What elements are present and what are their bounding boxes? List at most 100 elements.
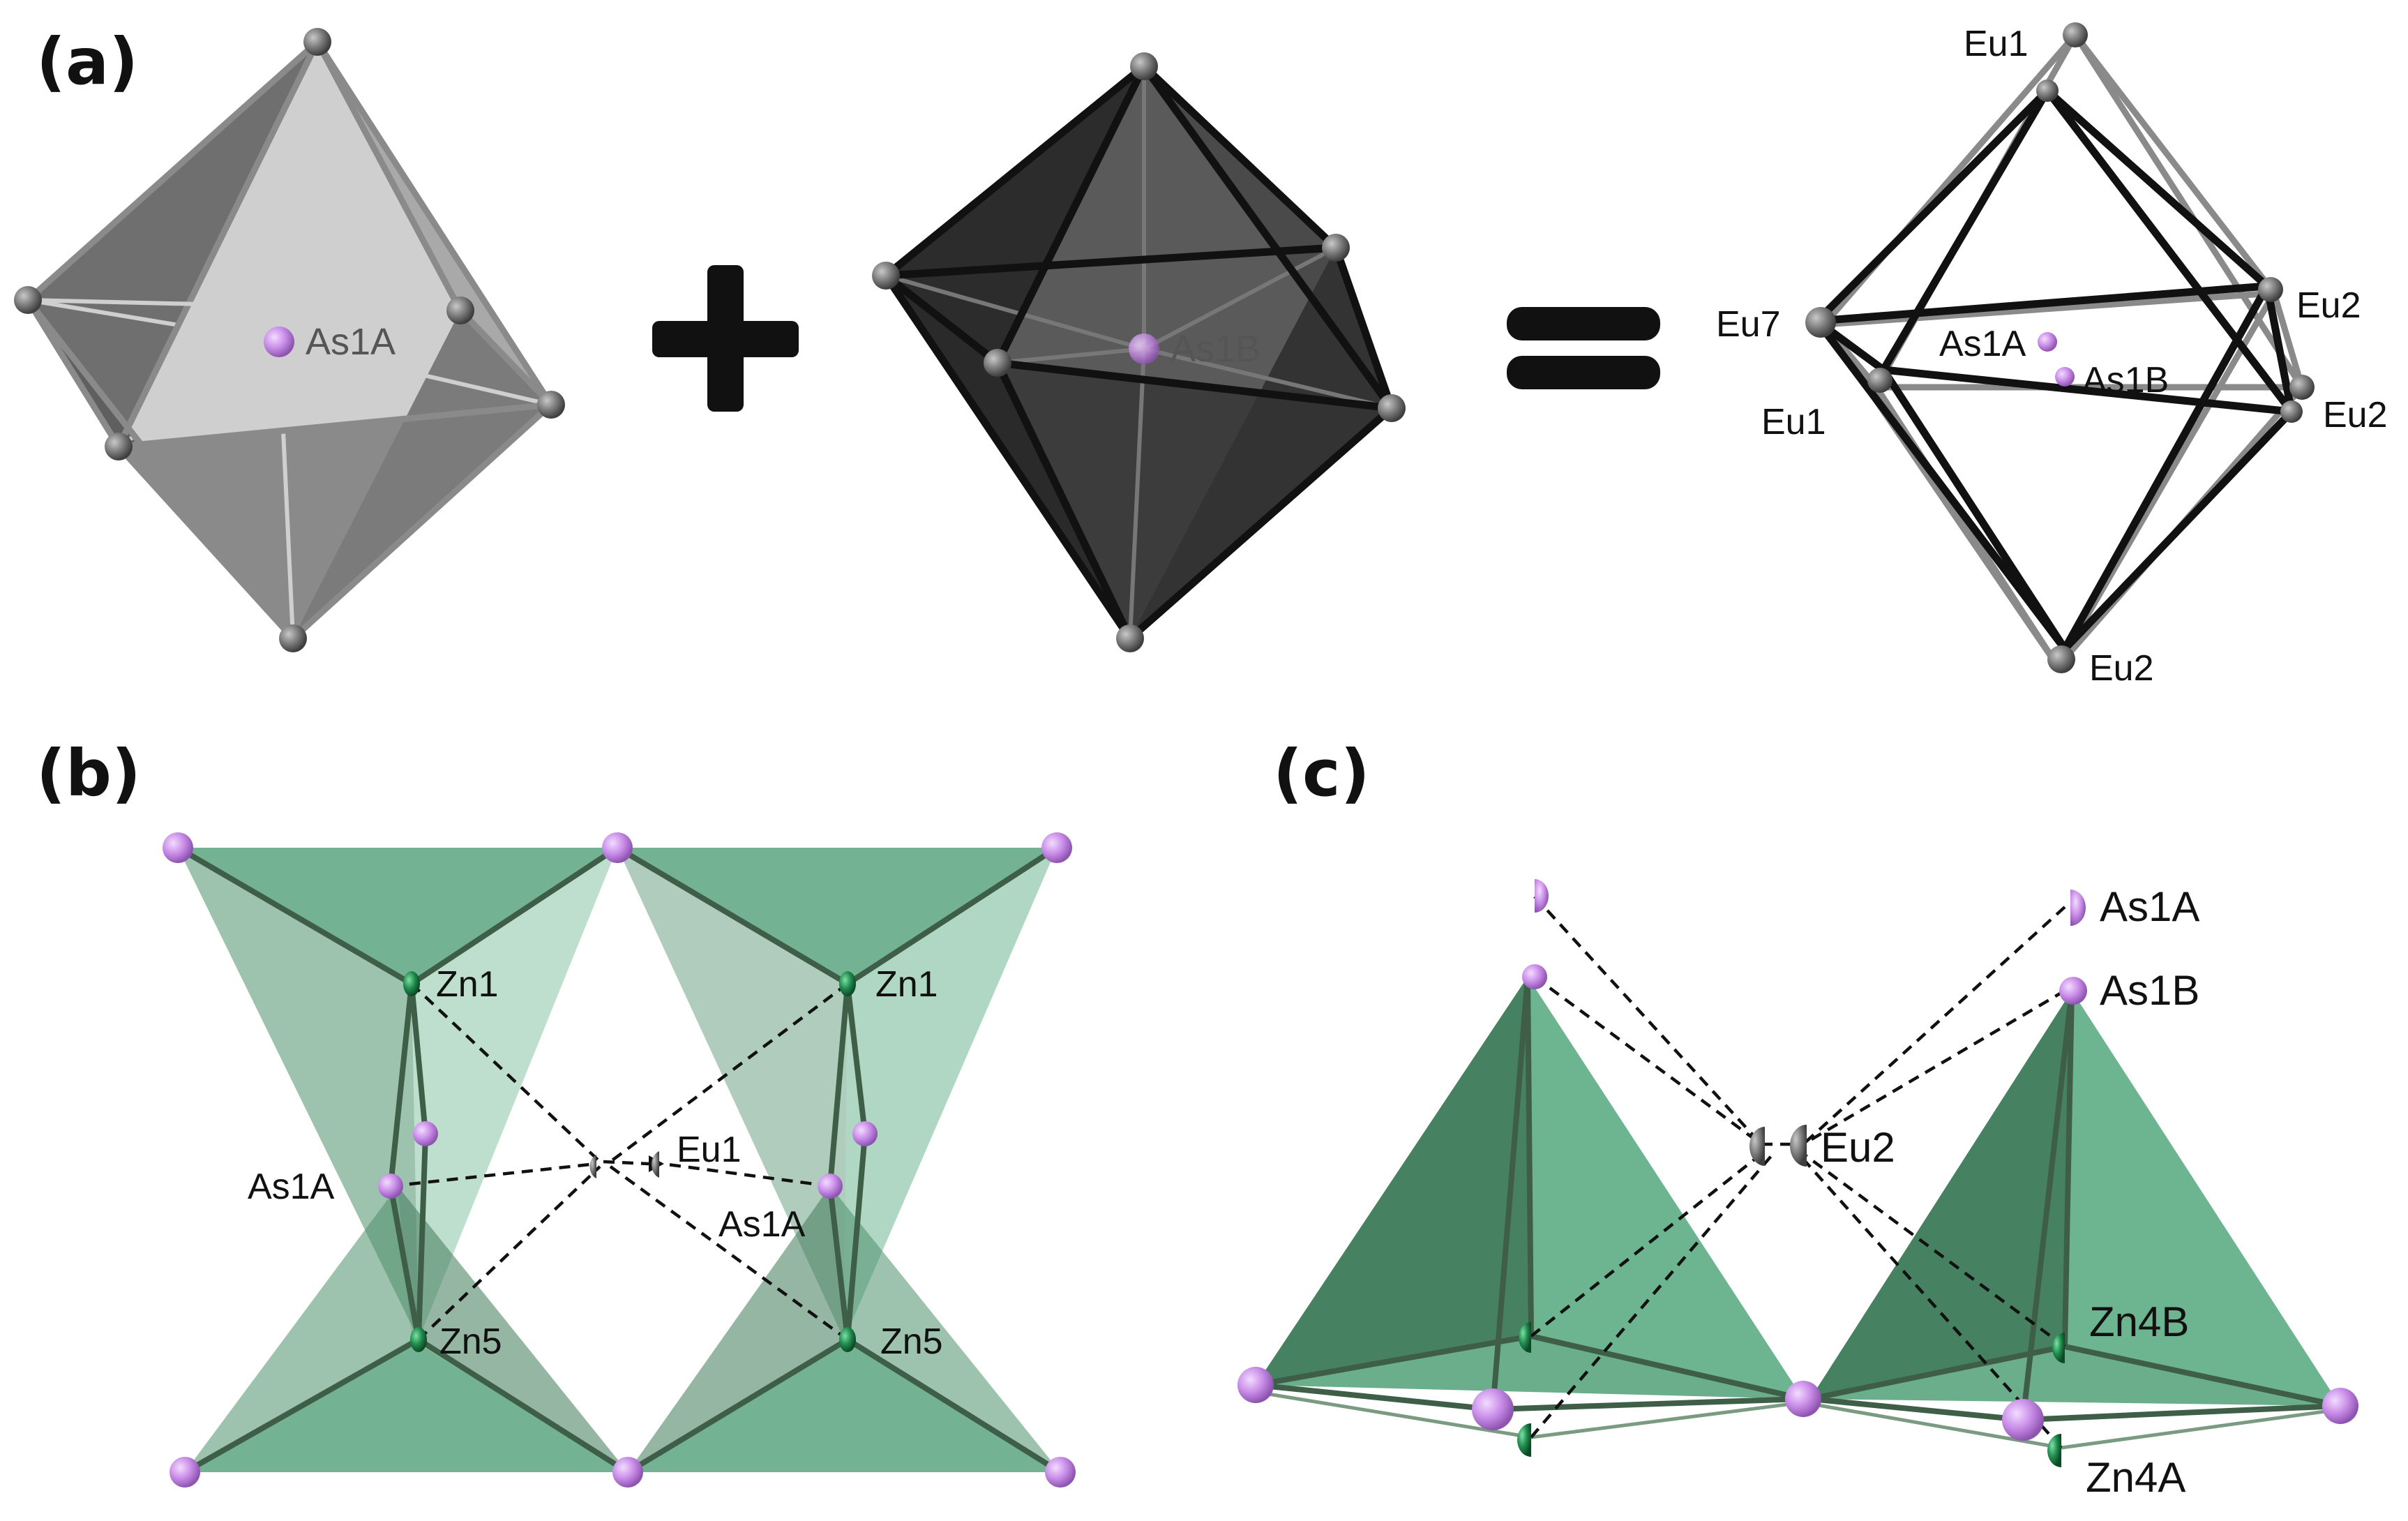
zn-atom [839,971,856,996]
as1b-atom [2055,367,2075,387]
edge [1813,282,2271,325]
edge [1813,87,2052,325]
plus-operator [652,265,799,412]
octahedron-b-edges [1813,87,2296,653]
zn-as-bonds [1253,974,2343,1450]
zn-as-bonds [175,845,1063,1475]
as-atom [1535,879,1549,913]
bond [997,347,1145,365]
eu-atom [14,286,42,314]
as1a-label: As1A [2100,883,2199,930]
eu1-top-label: Eu1 [1964,24,2029,64]
zn4b-atom [2052,1333,2065,1363]
panel-b-label: (b) [36,736,141,811]
combined-octahedra: Eu1 Eu7 As1A As1B Eu2 Eu1 Eu2 Eu2 [1716,22,2388,689]
bond [1128,348,1146,639]
octa-edge [115,443,296,642]
as-atom [1472,1388,1514,1430]
eu7-label: Eu7 [1716,304,1781,345]
as1a-octahedron: As1A [14,28,565,652]
as-atom [612,1457,643,1488]
as1a-right-label: As1A [718,1204,806,1245]
octa-edge [993,359,1134,643]
zn-atom [410,1327,427,1352]
tetra-face [412,848,617,1340]
lower-left-tetrahedron [185,1340,628,1472]
as1a-atom [2070,890,2086,926]
tetra-face [185,1186,412,1472]
octa-face [1130,248,1392,638]
tetra-face [178,848,419,1340]
edge [2072,31,2305,391]
eu2-label: Eu2 [1821,1124,1895,1171]
eu-atom [1867,368,1892,393]
octa-face [886,66,1144,363]
eu1-left-label: Eu1 [1761,402,1826,442]
edge [2061,282,2271,653]
panel-c: (c) [1237,736,2358,1501]
edge [1821,290,2278,328]
as1b-octahedron: As1B [872,52,1406,652]
eu-atom [589,1155,596,1178]
edge [2043,87,2271,290]
zn4a-atom [2047,1434,2061,1467]
tetra-face [1528,977,1803,1399]
edge [1873,384,2061,670]
octa-face [998,66,1392,408]
eu2-right-label: Eu2 [2323,395,2388,435]
tetra-face [398,1186,628,1472]
eu-atom [1130,52,1158,80]
lower-right-tetrahedron [628,1340,1060,1472]
tetra-face [617,848,848,1340]
eu-atom [537,391,565,419]
tetra-face [628,1186,844,1472]
eu-atom [446,297,474,324]
equals-operator [1507,307,1660,389]
as1b-label: As1B [2082,360,2169,400]
zn-atom [1517,1423,1531,1457]
zn1-left-label: Zn1 [436,964,499,1005]
bond [26,298,281,344]
panel-b: (b) [36,736,1076,1488]
zn1-right-label: Zn1 [875,964,938,1005]
panel-c-label: (c) [1273,736,1370,811]
tetra-face [844,848,1057,1340]
panel-a: (a) As1A [14,22,2388,689]
octa-face-bottom-right [293,310,551,638]
upper-right-tetrahedron [617,848,1057,984]
as-atom [602,832,633,863]
octa-edge [880,59,1400,413]
zn-atom [839,1327,856,1352]
eu2-upper-label: Eu2 [2296,285,2361,326]
eu-atom [2063,22,2088,47]
bond [116,340,281,449]
tetra-face [1256,977,1531,1385]
eu-atom [2036,80,2059,102]
tetra-face [1810,991,2072,1399]
bond [1143,246,1337,351]
as-atom [1522,964,1547,989]
as-atom [2002,1399,2044,1441]
edge [2072,31,2278,297]
eu-atom [303,28,331,56]
eu2-contacts [1530,895,2066,1449]
bond [277,40,319,344]
edge [2061,407,2296,653]
eu-atom [651,1151,659,1178]
eu-atom [1116,624,1144,652]
as1a-atom [2038,332,2057,352]
as1a-label: As1A [306,321,396,363]
edge [1879,366,2296,416]
eu2-atom [1790,1125,1807,1167]
edge [2271,290,2305,391]
bond [277,340,295,640]
as-atom [1129,334,1159,364]
edge [2263,282,2296,416]
eu-atom [1749,1127,1765,1166]
octa-edge [882,243,1340,280]
zn-atom [403,971,420,996]
eu1-label: Eu1 [677,1130,742,1170]
eu-atom [2047,645,2075,673]
as1a-label: As1A [1939,324,2026,364]
